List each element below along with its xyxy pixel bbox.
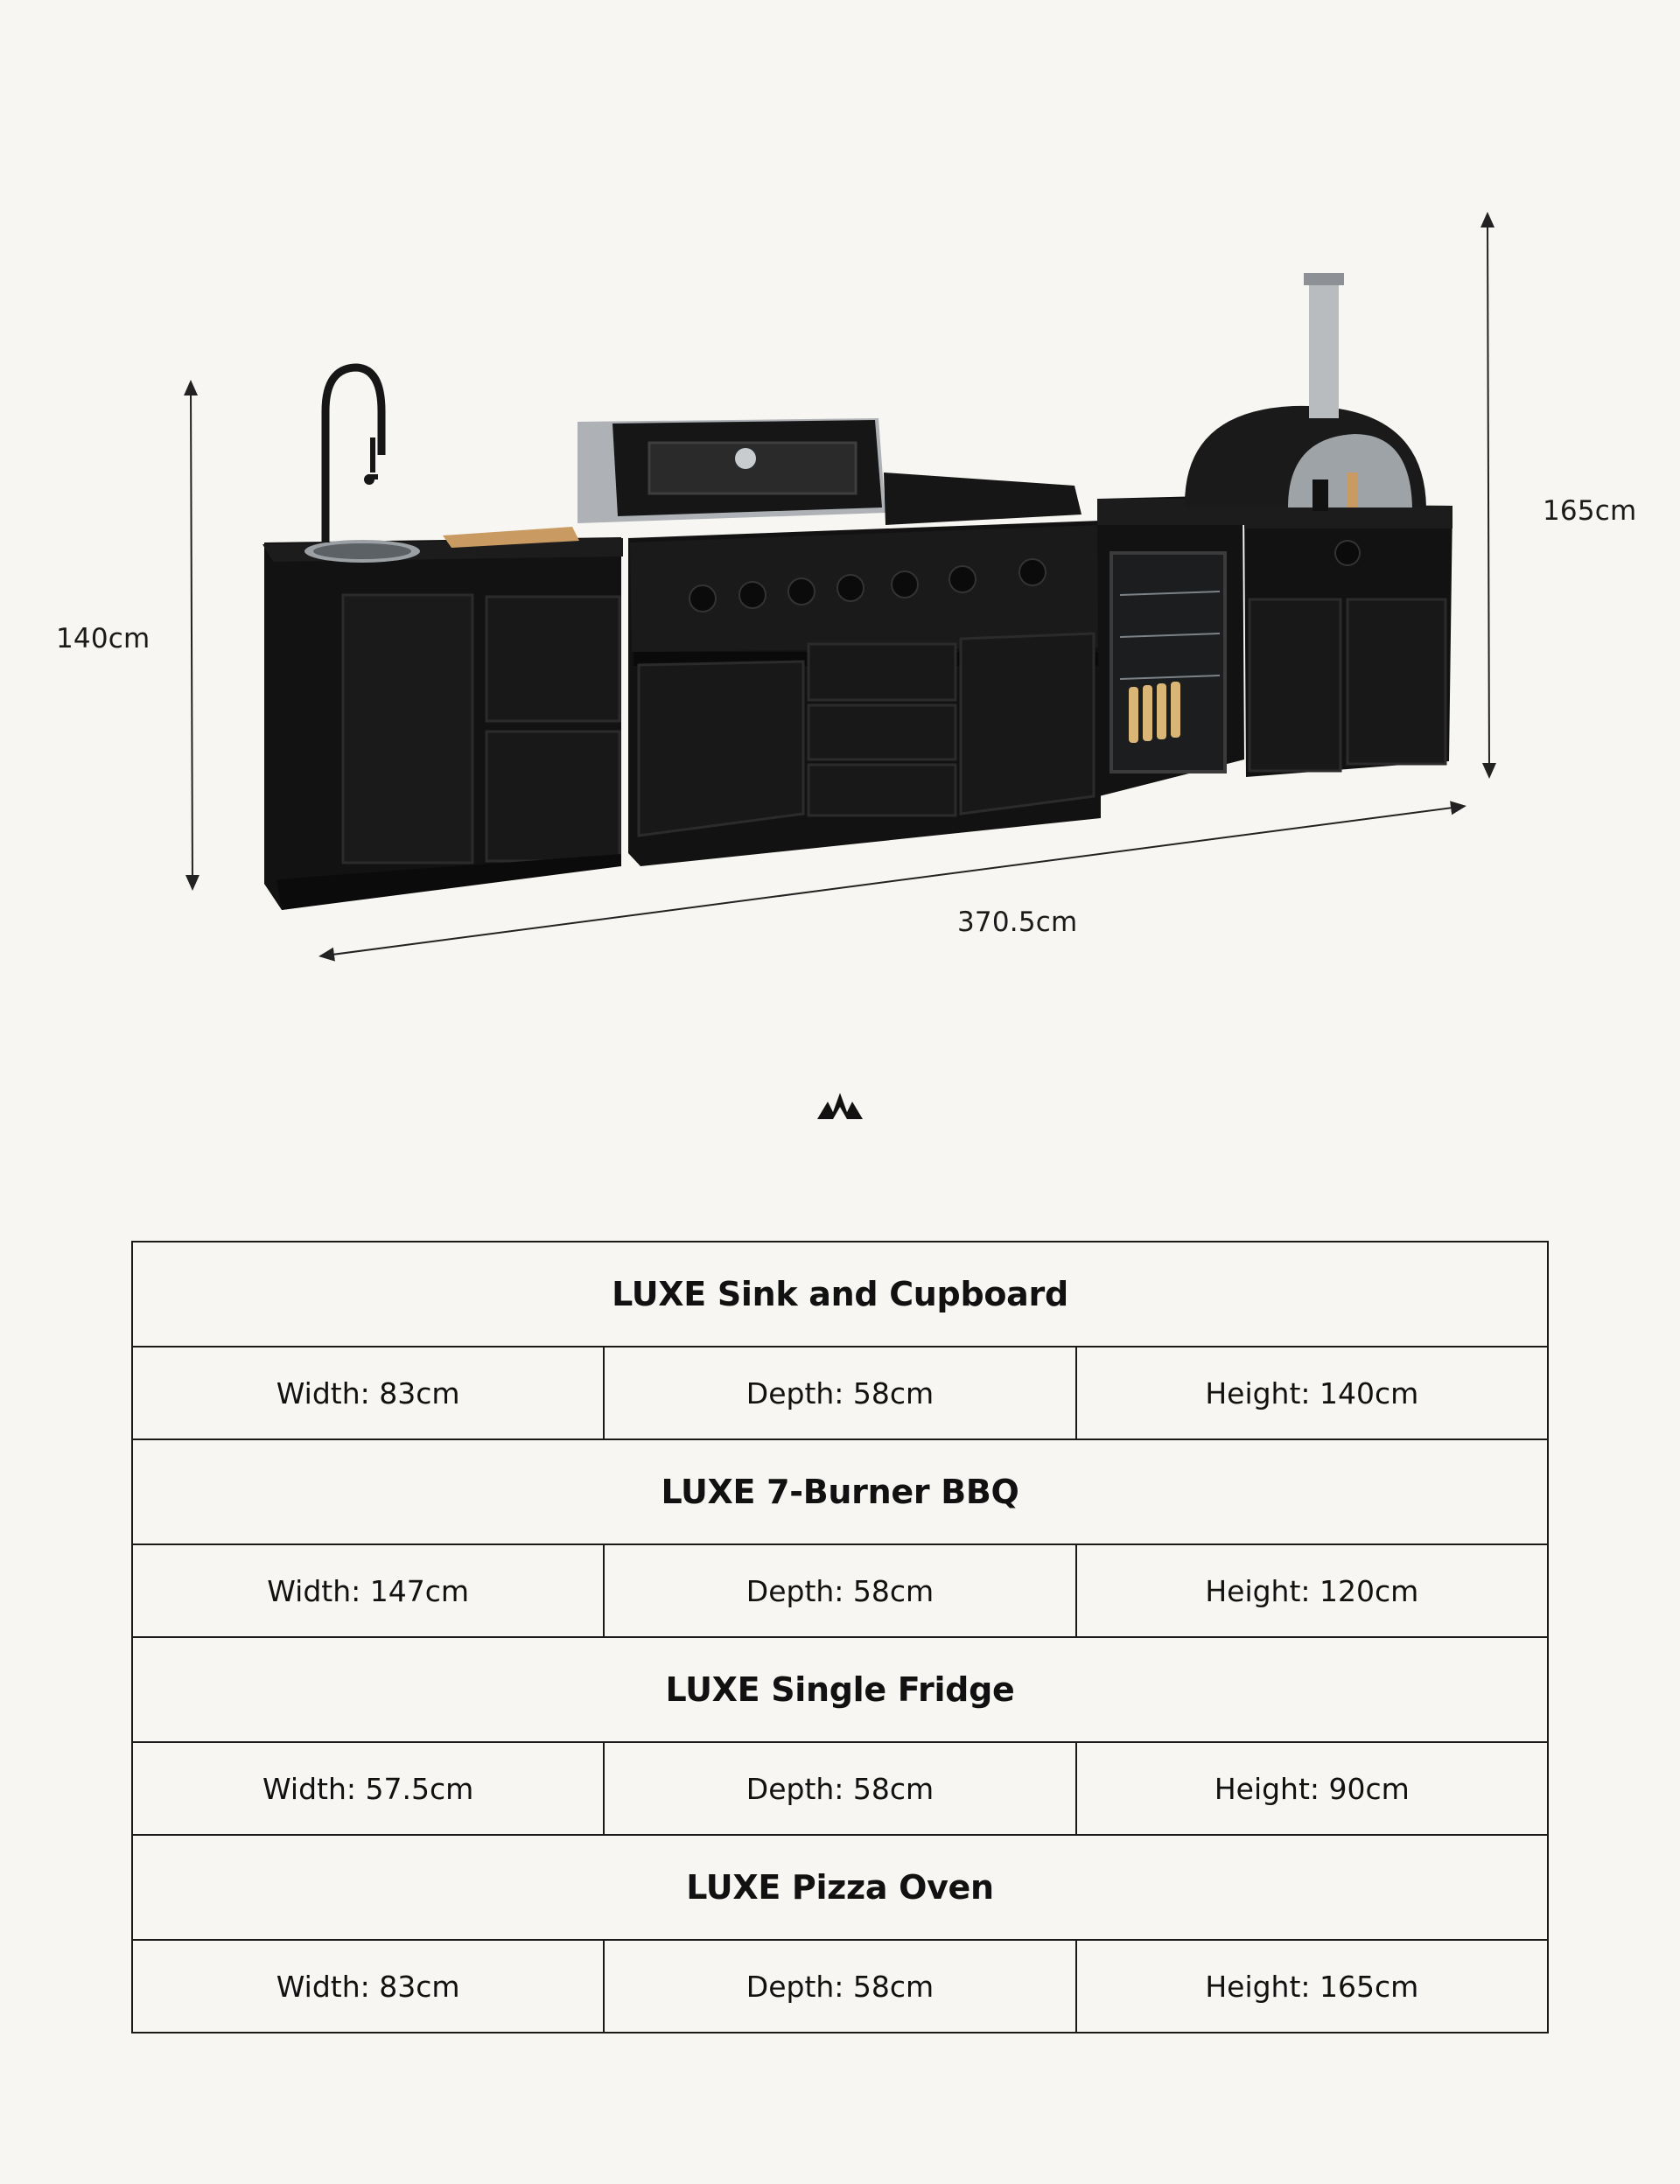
outdoor-kitchen-image bbox=[184, 212, 1496, 962]
spec-title-fridge: LUXE Single Fridge bbox=[131, 1636, 1549, 1743]
spec-title-pizza-oven: LUXE Pizza Oven bbox=[131, 1834, 1549, 1941]
spec-width-pizza-oven: Width: 83cm bbox=[130, 1939, 606, 2034]
spec-depth-fridge: Depth: 58cm bbox=[603, 1741, 1077, 1836]
spec-title-sink: LUXE Sink and Cupboard bbox=[131, 1241, 1549, 1348]
width-dimension-line bbox=[318, 801, 1466, 962]
spec-depth-pizza-oven: Depth: 58cm bbox=[603, 1939, 1077, 2034]
fridge-unit bbox=[1097, 495, 1244, 796]
spec-table: LUXE Sink and Cupboard Width: 83cm Depth… bbox=[130, 1241, 1550, 2034]
spec-title-bbq: LUXE 7-Burner BBQ bbox=[131, 1438, 1549, 1545]
left-height-dimension-line bbox=[184, 380, 200, 891]
right-height-label: 165cm bbox=[1543, 495, 1637, 527]
spec-depth-bbq: Depth: 58cm bbox=[603, 1544, 1077, 1638]
spec-height-bbq: Height: 120cm bbox=[1074, 1544, 1550, 1638]
spec-height-sink: Height: 140cm bbox=[1074, 1346, 1550, 1440]
spec-width-sink: Width: 83cm bbox=[130, 1346, 606, 1440]
right-height-dimension-line bbox=[1480, 212, 1496, 779]
crown-icon bbox=[817, 1093, 863, 1119]
bbq-unit bbox=[578, 418, 1101, 866]
spec-width-bbq: Width: 147cm bbox=[130, 1544, 606, 1638]
total-width-label: 370.5cm bbox=[957, 906, 1078, 938]
spec-height-pizza-oven: Height: 165cm bbox=[1074, 1939, 1550, 2034]
spec-width-fridge: Width: 57.5cm bbox=[130, 1741, 606, 1836]
spec-depth-sink: Depth: 58cm bbox=[603, 1346, 1077, 1440]
pizza-oven-unit bbox=[1184, 273, 1452, 777]
sink-cabinet bbox=[262, 363, 623, 910]
spec-height-fridge: Height: 90cm bbox=[1074, 1741, 1550, 1836]
left-height-label: 140cm bbox=[56, 623, 150, 654]
